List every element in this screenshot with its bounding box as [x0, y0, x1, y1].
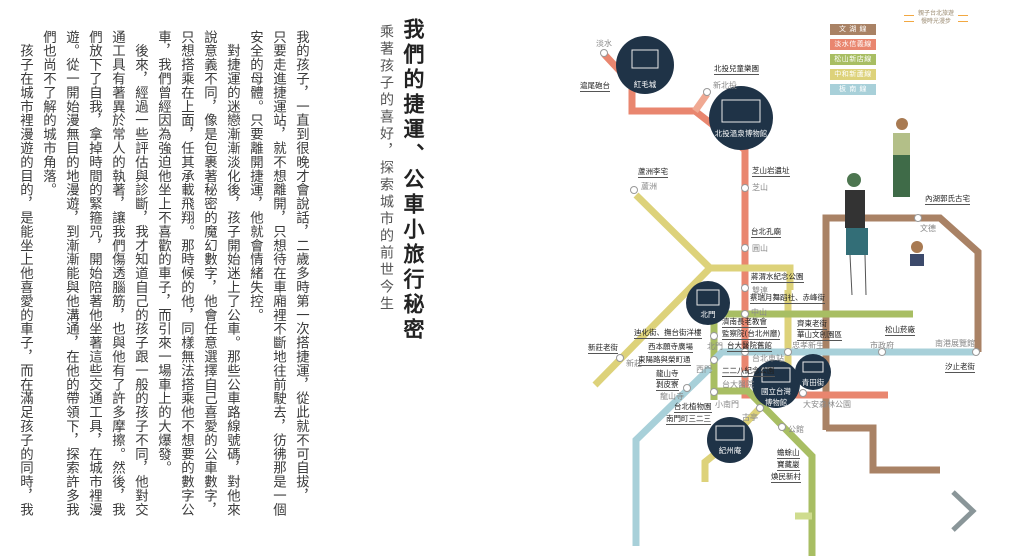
next-page-button[interactable] [945, 488, 979, 534]
page-subtitle: 乘著孩子的喜好，探索城市的前世今生 [378, 24, 394, 313]
station-label: 公館 [788, 425, 804, 434]
station-label: 文德 [920, 224, 936, 233]
landmark-label: 寶藏巖 [777, 460, 800, 471]
logo-bar-icon [958, 15, 969, 22]
landmark-label: 蔡瑞月舞蹈社、赤峰街 [750, 293, 825, 304]
body-line: 只想搭乘在上面，任其承載飛翔。那時候的他，同樣無法搭乘他不想要的數字公 [178, 30, 193, 517]
station-label: 台北車站 [752, 354, 784, 363]
station-label: 古亭 [742, 413, 758, 422]
station-label: 市政府 [870, 341, 894, 350]
article-body: 我的孩子，一直到很晚才會說話，二歲多時第一次搭捷運，從此就不可自拔， 只要走進捷… [13, 30, 312, 517]
station-label: 圓山 [752, 244, 768, 253]
map-legend: 文 湖 線 淡水信義線 松山新店線 中和新蘆線 板 南 線 [830, 24, 876, 99]
station-label: 淡水 [596, 39, 612, 48]
legend-zhonghe-xinlu: 中和新蘆線 [830, 69, 876, 80]
station-label: 新莊 [626, 359, 642, 368]
station-label: 蘆洲 [641, 182, 657, 191]
station-label: 芝山 [752, 183, 768, 192]
landmark-label: 蔣渭水紀念公園 [751, 272, 804, 283]
landmark-label: 煥民新村 [771, 472, 801, 483]
landmark-label: 蟾蜍山 [777, 448, 800, 459]
circle-ntm [752, 360, 800, 408]
circle-hongmaocheng [616, 36, 674, 94]
body-line: 對捷運的迷戀漸漸淡化後，孩子開始迷上了公車。那些公車路線號碼，對他來 [224, 30, 239, 517]
landmark-label: 西本願寺廣場 [648, 342, 693, 353]
landmark-label: 芝山岩遺址 [752, 166, 790, 177]
logo-bar-icon [904, 15, 914, 22]
body-line: 安全的母體。只要離開捷運，他就會情緒失控。 [247, 30, 262, 322]
page-title: 我們的捷運、公車小旅行秘密 [401, 18, 426, 343]
circle-label: 紅毛城 [633, 80, 657, 89]
family-illustration [845, 118, 924, 296]
circle-beitou-museum [709, 86, 773, 150]
landmark-label: 華山文創園區 [797, 330, 842, 341]
landmark-label: 內湖郭氏古宅 [925, 194, 970, 205]
body-line: 通工具有著異於常人的執著，讓我們傷透腦筋，也與他有了許多摩擦。然後，我 [109, 30, 124, 517]
landmark-label: 龍山寺 [656, 369, 679, 380]
legend-songshan-xindian: 松山新店線 [830, 54, 876, 65]
body-line: 們也尚不了解的城市角落。 [40, 30, 55, 197]
station-label: 西門 [696, 365, 712, 374]
luzhou-line [633, 192, 794, 290]
chevron-right-icon [951, 490, 977, 532]
circle-label: 紀州庵 [718, 446, 742, 455]
body-line: 我的孩子，一直到很晚才會說話，二歲多時第一次搭捷運，從此就不可自拔， [293, 30, 308, 503]
station-label: 龍山寺 [660, 392, 684, 401]
xinbeitou-branch [692, 91, 710, 114]
landmark-label: 台北孔廟 [751, 227, 781, 238]
landmark-label: 新莊老街 [588, 343, 618, 354]
xinzhuang-line [592, 265, 713, 388]
legend-tamsui-xinyi: 淡水信義線 [830, 39, 876, 50]
station-label: 南港展覽館 [935, 339, 975, 348]
circle-label: 青田街 [801, 378, 825, 387]
landmark-label: 台北植物園 [674, 402, 712, 413]
landmark-label: 汐止老街 [945, 362, 975, 373]
station-label: 台大醫院 [722, 380, 754, 389]
logo-line: 親子台北旅遊 [918, 10, 955, 17]
station-label: 北門 [707, 342, 723, 351]
station-label: 大安森林公園 [803, 400, 851, 409]
landmark-label: 監察院(台北州廳) [722, 329, 781, 340]
body-line: 後來，經過一些評估與診斷，我才知道自己的孩子跟一般的孩子不同，他對交 [132, 30, 147, 517]
landmark-label: 齊東老街 [797, 319, 827, 330]
landmark-label: 剝皮寮 [656, 380, 679, 391]
body-line: 說意義不同，像是包裹著秘密的魔幻數字，他會任意選擇自己喜愛的公車數字， [201, 30, 216, 517]
legend-wenhu: 文 湖 線 [830, 24, 876, 35]
legend-bannan: 板 南 線 [830, 84, 876, 95]
station-label: 忠孝新生 [792, 341, 824, 350]
landmark-label: 濟南長老教會 [722, 317, 767, 328]
circle-label: 國立台灣博物館 [761, 387, 791, 407]
wenhu-line [822, 214, 982, 430]
landmark-label: 迪化街、撫台街洋樓 [634, 328, 702, 339]
circle-label: 北投溫泉博物館 [714, 129, 768, 138]
landmark-label: 蘆洲李宅 [638, 167, 668, 178]
body-line: 車，我們曾經因為強迫他坐上不喜歡的車子，而引來一場車上的大爆發。 [155, 30, 170, 475]
xindian-line [714, 387, 816, 556]
body-line: 們放下了自我，拿掉時間的緊箍咒，開始陪著他坐著這些交通工具，在城市裡漫 [86, 30, 101, 517]
landmark-label: 南門町三二三 [666, 414, 711, 425]
landmark-label: 松山菸廠 [885, 325, 915, 336]
landmark-label: 滬尾砲台 [580, 81, 610, 92]
bannan-west [632, 365, 713, 546]
landmark-label: 北投兒童樂園 [714, 64, 759, 75]
body-line: 孩子在城市裡漫遊的目的，是能坐上他喜愛的車子，而在滿足孩子的同時，我 [17, 30, 32, 517]
logo: 親子台北旅遊 慢時光漫步 [904, 10, 969, 26]
landmark-label: 二二八紀念公園 [722, 366, 775, 377]
body-line: 只要走進捷運站，就不想離開，只想待在車廂裡不斷地往前駛去，彷彿那是一個 [270, 30, 285, 517]
logo-line: 慢時光漫步 [921, 18, 952, 25]
station-label: 中山 [751, 308, 767, 317]
landmark-label: 台大醫院舊館 [727, 341, 772, 352]
landmark-label: 東陽路與榮町通 [638, 355, 691, 366]
wenhu-line-south [826, 424, 940, 474]
station-label: 小南門 [715, 400, 739, 409]
station-label: 雙連 [752, 286, 768, 295]
circle-label: 北門 [700, 310, 716, 319]
body-line: 遊。從一開始漫無目的地漫遊，到漸漸能與他溝通，在他的帶領下，探索許多我 [63, 30, 78, 517]
station-label: 新北投 [713, 81, 737, 90]
